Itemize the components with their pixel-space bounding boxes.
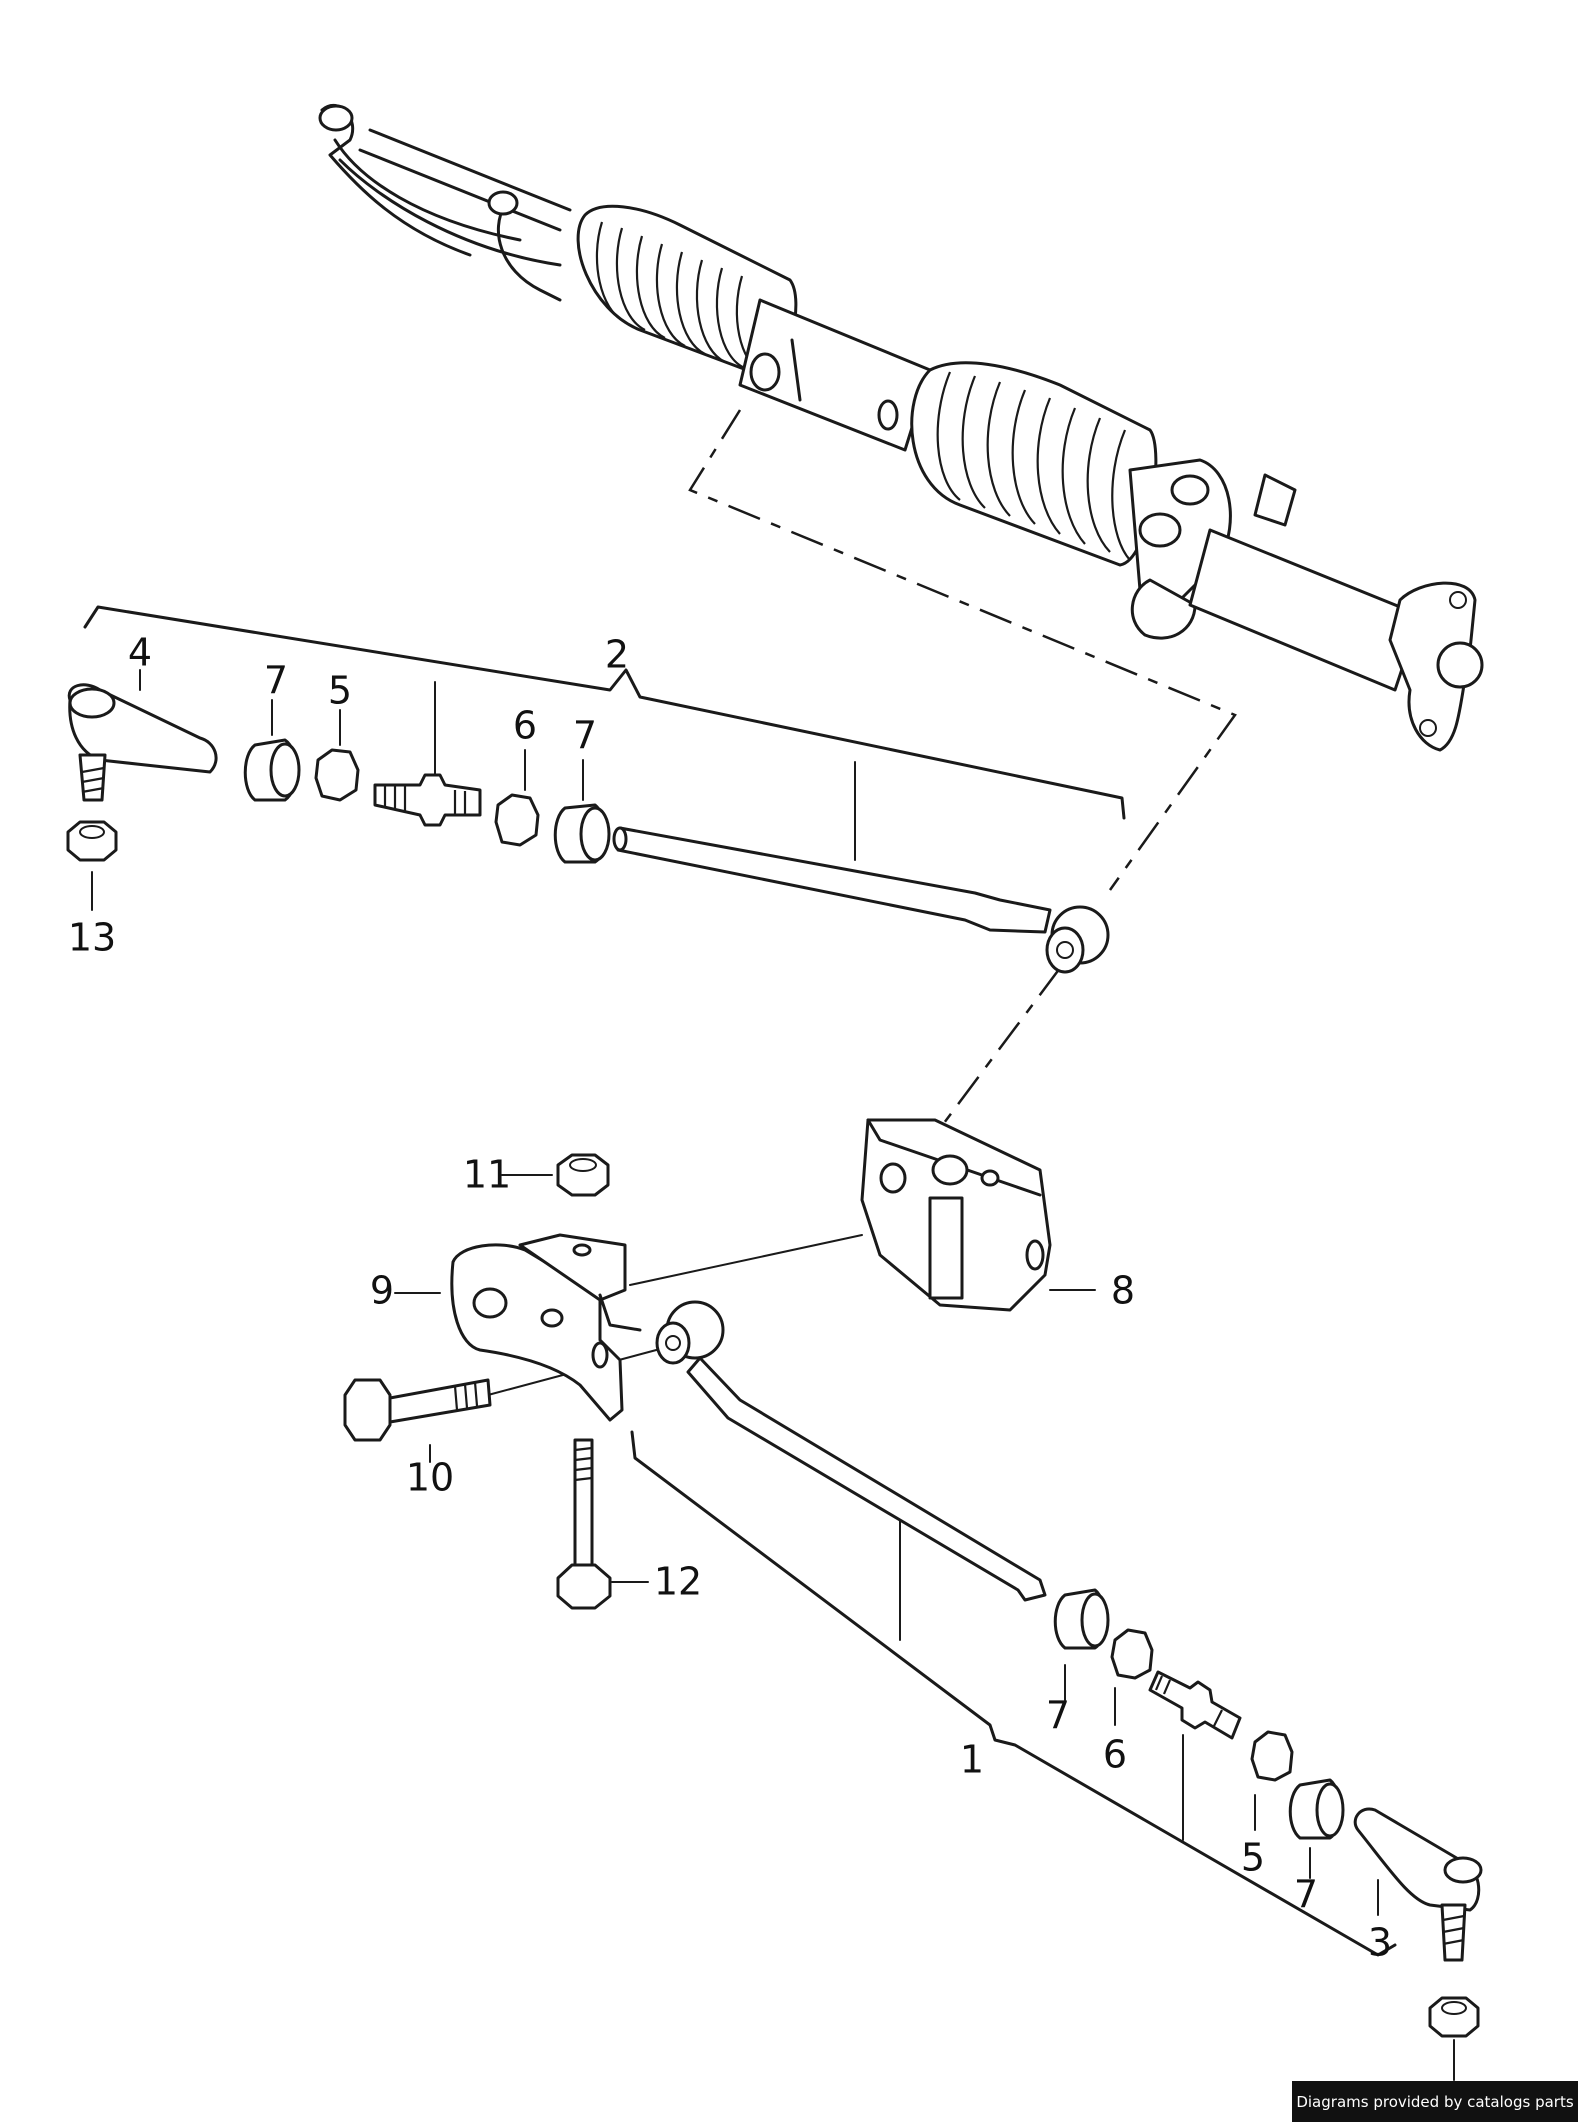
bracket-9 xyxy=(450,1233,642,1422)
callout-7d: 7 xyxy=(1294,1873,1318,1917)
leader-lines xyxy=(91,669,1455,2081)
callout-13: 13 xyxy=(68,916,116,960)
callout-12: 12 xyxy=(654,1560,702,1604)
clamp-8 xyxy=(860,1118,1052,1312)
adjuster-stud-lower xyxy=(1148,1670,1242,1740)
callout-3: 3 xyxy=(1368,1921,1392,1965)
nut-11 xyxy=(556,1153,610,1197)
credit-text: Diagrams provided by catalogs parts xyxy=(1296,2092,1574,2111)
rack-to-tierod-line xyxy=(688,409,1237,891)
bracket-to-clamp-line xyxy=(629,1234,863,1286)
nut-6-b xyxy=(1110,1628,1154,1680)
callout-10: 10 xyxy=(406,1456,454,1500)
bracket-line-2 xyxy=(83,605,1126,820)
callout-6b: 6 xyxy=(1103,1733,1127,1777)
bracket-line-1 xyxy=(630,1430,1397,1957)
nut-5-a xyxy=(314,748,360,802)
tie-rod-end-3 xyxy=(1353,1807,1481,1912)
steering-rack xyxy=(318,103,1484,752)
callout-2: 2 xyxy=(605,633,629,677)
callout-11: 11 xyxy=(463,1153,511,1197)
callout-4: 4 xyxy=(128,631,152,675)
tie-rod-upper xyxy=(616,826,1052,934)
bolt-12 xyxy=(556,1438,612,1610)
tierod-to-bracket-line xyxy=(933,967,1062,1136)
nut-5-b xyxy=(1250,1730,1294,1782)
tie-rod-assembly-lower xyxy=(630,1300,1483,2038)
callout-7b: 7 xyxy=(573,714,597,758)
callout-7a: 7 xyxy=(264,659,288,703)
callout-1: 1 xyxy=(960,1738,984,1782)
nut-13 xyxy=(66,820,118,862)
callouts: 4 7 5 2 6 7 13 11 9 8 10 12 7 6 1 5 7 3 xyxy=(68,631,1392,1965)
tie-rod-lower xyxy=(686,1356,1047,1602)
callout-5b: 5 xyxy=(1241,1836,1265,1880)
adjuster-stud-upper xyxy=(373,773,482,827)
callout-8: 8 xyxy=(1111,1269,1135,1313)
nut-6-a xyxy=(494,793,540,847)
callout-5a: 5 xyxy=(328,669,352,713)
nut-lower-tie-rod-end xyxy=(1428,1996,1480,2038)
tie-rod-assembly-upper xyxy=(66,605,1126,974)
callout-7c: 7 xyxy=(1046,1694,1070,1738)
bolt-10 xyxy=(343,1378,492,1442)
credit-banner: Diagrams provided by catalogs parts xyxy=(1292,2081,1578,2122)
callout-6a: 6 xyxy=(513,704,537,748)
callout-9: 9 xyxy=(370,1269,394,1313)
